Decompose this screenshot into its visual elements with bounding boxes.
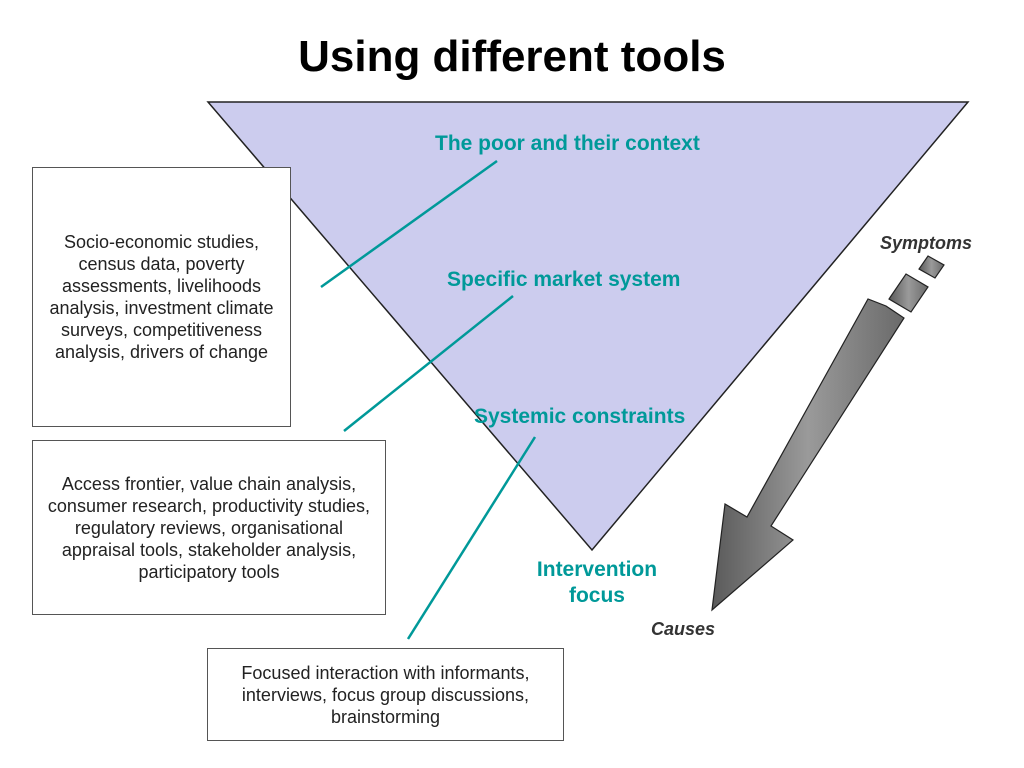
level-market-system: Specific market system — [447, 268, 681, 291]
arrow-label-causes: Causes — [651, 619, 716, 639]
level-intervention-focus: Intervention focus — [536, 558, 658, 607]
tools-box-interaction: Focused interaction with informants, int… — [207, 648, 564, 741]
arrow-segment-2 — [888, 273, 929, 313]
arrow-label-symptoms: Symptoms — [880, 233, 973, 253]
tools-box-market: Access frontier, value chain analysis, c… — [32, 440, 386, 615]
level-poor-context: The poor and their context — [435, 132, 700, 155]
inverted-triangle — [206, 101, 970, 552]
arrow-segment-1 — [918, 255, 945, 279]
page-title: Using different tools — [298, 32, 726, 81]
connector-line-3 — [406, 436, 537, 640]
level-systemic-constraints: Systemic constraints — [474, 405, 686, 428]
connector-line-2 — [343, 295, 514, 432]
arrow-body — [711, 298, 905, 612]
connector-line-1 — [320, 159, 498, 289]
tools-box-context: Socio-economic studies, census data, pov… — [32, 167, 291, 427]
